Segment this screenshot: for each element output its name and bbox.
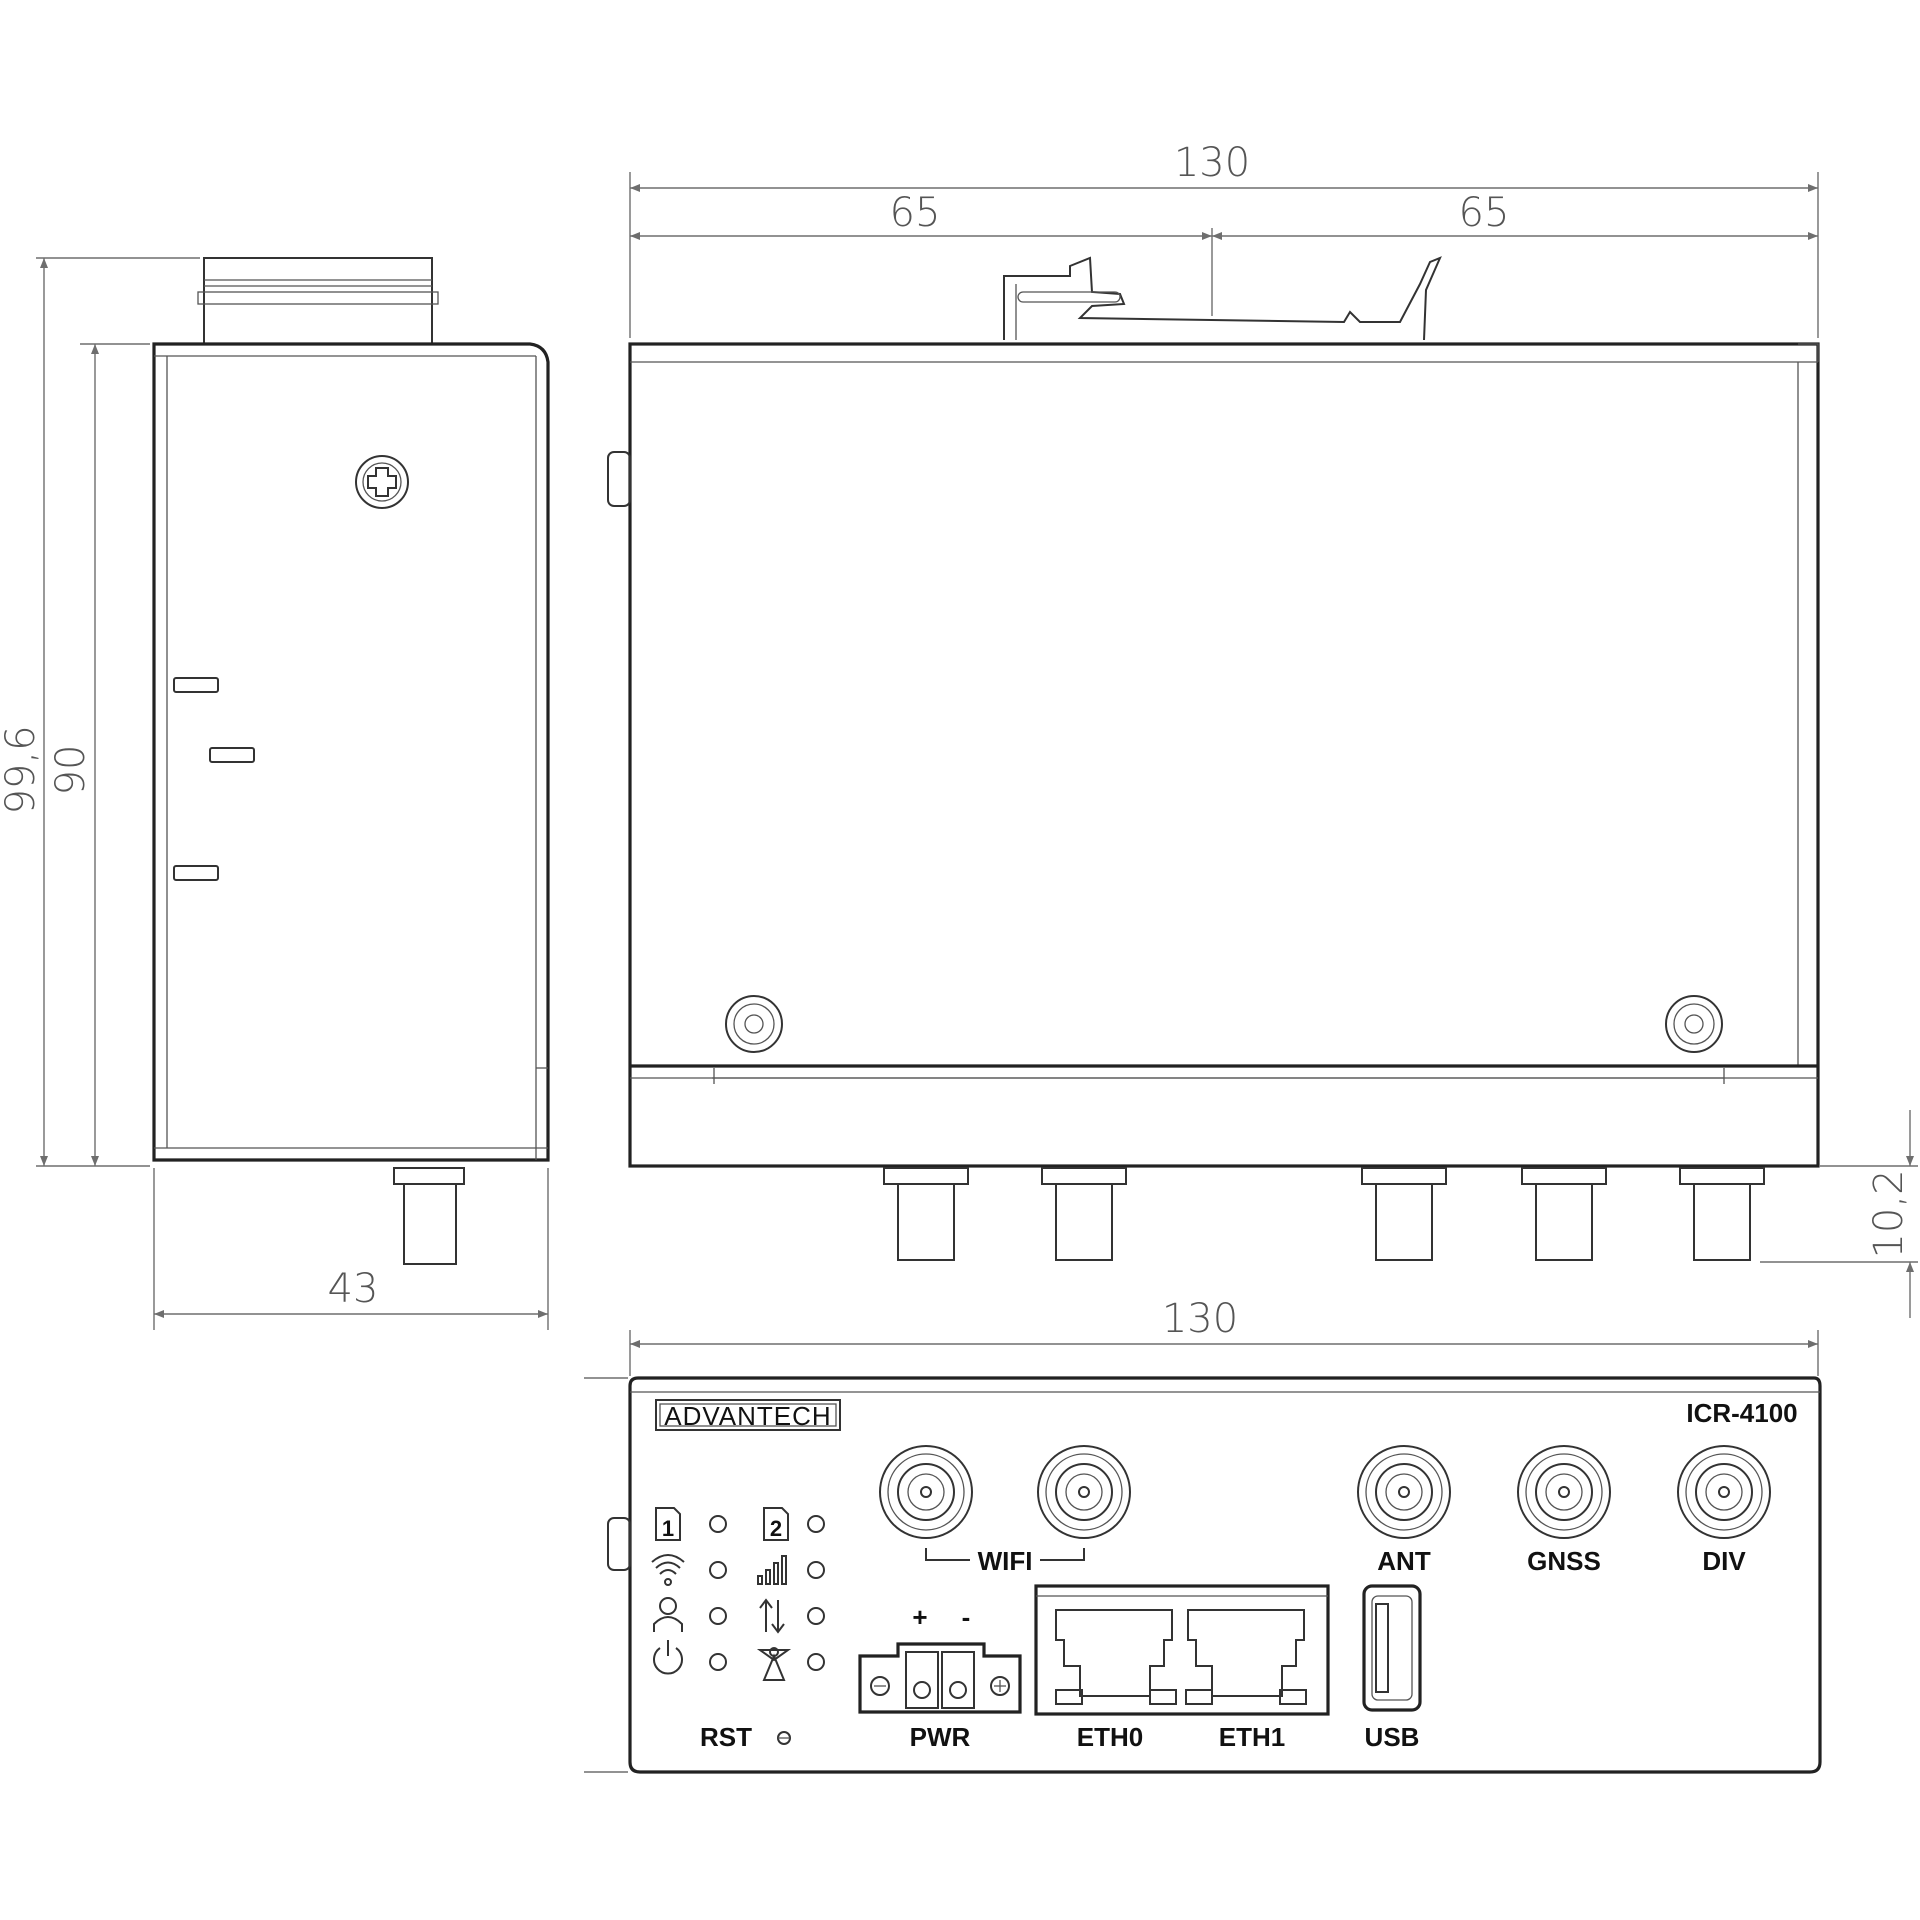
data-transfer-icon [759,1598,785,1634]
top-view-dimensions [629,172,1819,338]
top-view [607,256,1820,1261]
screw-icon [725,995,783,1053]
div-connector [1677,1445,1771,1539]
power-connector[interactable] [858,1642,1022,1714]
dim-total-height: 99,6 [0,725,44,814]
gnss-connector [1517,1445,1611,1539]
wifi-2-connector [1037,1445,1131,1539]
screw-icon [355,455,409,509]
wifi-label: WIFI [978,1546,1033,1576]
ant-connector [1357,1445,1451,1539]
plus-sign: + [912,1602,927,1632]
svg-text:2: 2 [770,1516,782,1541]
dim-total-width-top: 130 [1174,140,1250,186]
eth1-port[interactable] [1185,1609,1307,1705]
ethernet-housing [1034,1584,1330,1716]
user-icon [653,1597,683,1632]
led-icon [709,1515,825,1671]
dim-half-right: 65 [1459,190,1510,236]
ant-label: ANT [1377,1546,1431,1576]
svg-text:1: 1 [662,1516,674,1541]
dim-connector-length: 10,2 [1866,1169,1912,1258]
eth0-port[interactable] [1055,1609,1177,1705]
connector-ant [1361,1167,1447,1261]
model-name: ICR-4100 [1686,1398,1797,1428]
antenna-icon [756,1647,792,1681]
usb-port[interactable] [1362,1584,1422,1712]
dim-half-left: 65 [890,190,941,236]
brand-logo: ADVANTECH [655,1399,841,1431]
front-view [607,1376,1822,1774]
power-icon [653,1640,683,1675]
connector-dimension [1760,1110,1918,1318]
side-dimensions [36,257,549,1330]
wifi-1-connector [879,1445,973,1539]
dim-body-height: 90 [48,745,94,796]
rst-label: RST [700,1722,752,1752]
connector-gnss [1521,1167,1607,1261]
sim-1-icon: 1 [655,1507,681,1541]
div-label: DIV [1702,1546,1746,1576]
side-view [152,257,550,1265]
signal-bars-icon [757,1555,787,1585]
svg-text:ADVANTECH: ADVANTECH [664,1401,831,1431]
minus-sign: - [962,1602,971,1632]
eth0-label: ETH0 [1077,1722,1143,1752]
eth1-label: ETH1 [1219,1722,1285,1752]
side-connector [393,1167,465,1265]
screw-icon [1665,995,1723,1053]
gnss-label: GNSS [1527,1546,1601,1576]
reset-button[interactable] [777,1731,791,1745]
wifi-icon [651,1554,685,1586]
sim-2-icon: 2 [763,1507,789,1541]
usb-label: USB [1365,1722,1420,1752]
wifi-bracket [925,1548,1085,1561]
front-view-dimensions [584,1330,1819,1773]
dim-side-depth: 43 [328,1266,379,1312]
connector-wifi-1 [883,1167,969,1261]
dim-total-width-front: 130 [1162,1296,1238,1342]
pwr-label: PWR [910,1722,971,1752]
connector-div [1679,1167,1765,1261]
connector-wifi-2 [1041,1167,1127,1261]
